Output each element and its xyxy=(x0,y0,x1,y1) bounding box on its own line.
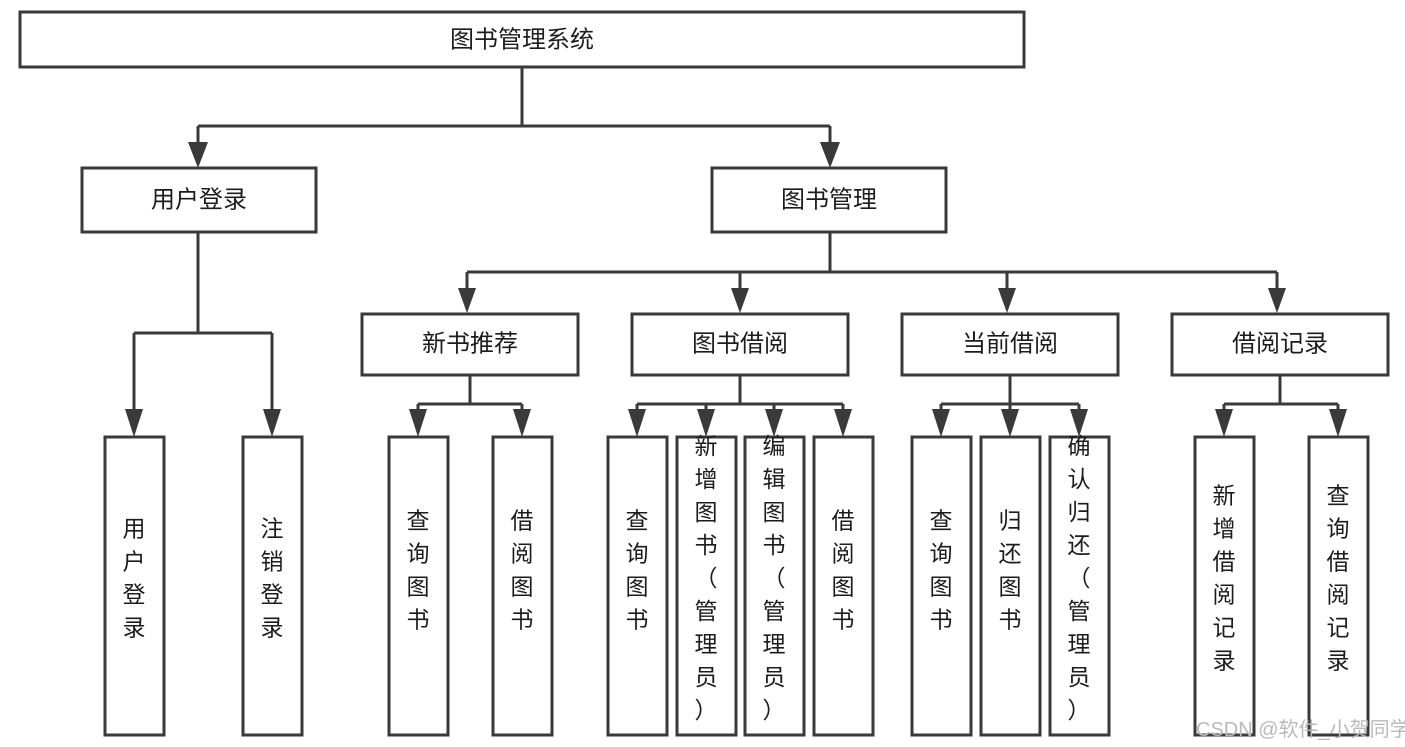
arrow-head-icon xyxy=(125,409,143,437)
node-leaf-box[interactable] xyxy=(812,435,875,737)
node-leaf-box[interactable] xyxy=(979,435,1042,737)
node-root-box[interactable] xyxy=(18,10,1026,69)
node-leaf-box[interactable] xyxy=(1193,435,1256,737)
connector-borrowrecord-to-leaves xyxy=(1215,375,1347,437)
node-leaf-query-record[interactable]: 查询借阅记录 xyxy=(1307,435,1370,737)
arrow-head-icon xyxy=(458,288,476,313)
node-leaf-edit-book[interactable]: 编辑图书（管理员） xyxy=(743,433,806,737)
arrow-head-icon xyxy=(765,409,783,437)
connector-newbook-to-leaves xyxy=(409,375,531,437)
connector-bookmanage-to-level3 xyxy=(458,232,1286,313)
node-current-borrow[interactable]: 当前借阅 xyxy=(900,312,1120,377)
node-current-borrow-label: 当前借阅 xyxy=(962,330,1058,357)
arrow-head-icon xyxy=(513,409,531,437)
node-leaf-box[interactable] xyxy=(1307,435,1370,737)
node-leaf-box[interactable] xyxy=(1048,435,1111,737)
node-leaf-box[interactable] xyxy=(241,435,304,737)
arrow-head-icon xyxy=(1268,288,1286,313)
node-leaf-label: 新增借阅记录 xyxy=(1213,483,1236,674)
node-leaf-label: 借阅图书 xyxy=(511,508,534,633)
node-borrow-record-box[interactable] xyxy=(1170,312,1390,377)
node-book-borrow[interactable]: 图书借阅 xyxy=(630,312,850,377)
node-current-borrow-box[interactable] xyxy=(900,312,1120,377)
csdn-watermark: CSDN @软件_小贺同学 xyxy=(1196,718,1405,741)
node-leaf-user-login[interactable]: 用户登录 xyxy=(103,435,166,737)
node-leaf-label: 新增图书（管理员） xyxy=(695,433,718,723)
node-leaf-box[interactable] xyxy=(675,435,738,737)
node-leaf-label: 借阅图书 xyxy=(832,508,855,633)
node-root[interactable]: 图书管理系统 xyxy=(18,10,1026,69)
node-leaf-return-book[interactable]: 归还图书 xyxy=(979,435,1042,737)
node-book-manage-label: 图书管理 xyxy=(781,186,877,213)
arrow-head-icon xyxy=(263,409,281,437)
connector-currentborrow-to-leaves xyxy=(932,375,1088,437)
node-leaf-label: 查询图书 xyxy=(930,508,953,633)
node-leaf-label: 用户登录 xyxy=(123,516,146,641)
node-leaf-box[interactable] xyxy=(910,435,973,737)
connector-bookborrow-to-leaves xyxy=(628,375,852,437)
node-user-login-label: 用户登录 xyxy=(151,186,247,213)
arrow-head-icon xyxy=(834,409,852,437)
node-leaf-box[interactable] xyxy=(387,435,450,737)
node-leaf-borrow-book-2[interactable]: 借阅图书 xyxy=(812,435,875,737)
node-user-login[interactable]: 用户登录 xyxy=(80,166,318,234)
node-leaf-query-book-2[interactable]: 查询图书 xyxy=(606,435,669,737)
node-leaf-label: 查询图书 xyxy=(407,508,430,633)
node-root-label: 图书管理系统 xyxy=(450,26,594,53)
connector-root-to-level2 xyxy=(188,67,840,168)
node-new-book-recommend-box[interactable] xyxy=(360,312,580,377)
arrow-head-icon xyxy=(188,142,208,168)
node-leaf-label: 注销登录 xyxy=(261,516,284,641)
node-leaf-box[interactable] xyxy=(103,435,166,737)
node-book-borrow-box[interactable] xyxy=(630,312,850,377)
arrow-head-icon xyxy=(932,409,950,437)
arrow-head-icon xyxy=(697,409,715,437)
arrow-head-icon xyxy=(409,409,427,437)
node-leaf-query-book-3[interactable]: 查询图书 xyxy=(910,435,973,737)
arrow-head-icon xyxy=(820,142,840,168)
arrow-head-icon xyxy=(1001,409,1019,437)
connector-userlogin-to-leaves xyxy=(125,232,281,437)
arrow-head-icon xyxy=(628,409,646,437)
node-new-book-recommend[interactable]: 新书推荐 xyxy=(360,312,580,377)
node-leaf-label: 确认归还（管理员） xyxy=(1068,433,1091,723)
node-leaf-add-book[interactable]: 新增图书（管理员） xyxy=(675,433,738,737)
node-leaf-logout[interactable]: 注销登录 xyxy=(241,435,304,737)
node-leaf-label: 查询借阅记录 xyxy=(1327,483,1350,674)
node-borrow-record-label: 借阅记录 xyxy=(1232,330,1328,357)
arrow-head-icon xyxy=(1215,409,1233,437)
arrow-head-icon xyxy=(731,288,749,313)
node-user-login-box[interactable] xyxy=(80,166,318,234)
node-leaf-box[interactable] xyxy=(491,435,554,737)
node-leaf-add-record[interactable]: 新增借阅记录 xyxy=(1193,435,1256,737)
node-leaf-confirm-return[interactable]: 确认归还（管理员） xyxy=(1048,433,1111,737)
node-leaf-label: 归还图书 xyxy=(999,508,1022,633)
node-leaf-label: 编辑图书（管理员） xyxy=(763,433,786,723)
node-book-borrow-label: 图书借阅 xyxy=(692,330,788,357)
arrow-head-icon xyxy=(998,288,1016,313)
node-leaf-box[interactable] xyxy=(743,435,806,737)
node-leaf-borrow-book-1[interactable]: 借阅图书 xyxy=(491,435,554,737)
node-book-manage[interactable]: 图书管理 xyxy=(710,166,948,234)
arrow-head-icon xyxy=(1070,409,1088,437)
node-leaf-box[interactable] xyxy=(606,435,669,737)
node-book-manage-box[interactable] xyxy=(710,166,948,234)
node-leaf-query-book-1[interactable]: 查询图书 xyxy=(387,435,450,737)
node-new-book-recommend-label: 新书推荐 xyxy=(422,330,518,357)
arrow-head-icon xyxy=(1329,409,1347,437)
node-leaf-label: 查询图书 xyxy=(626,508,649,633)
node-borrow-record[interactable]: 借阅记录 xyxy=(1170,312,1390,377)
